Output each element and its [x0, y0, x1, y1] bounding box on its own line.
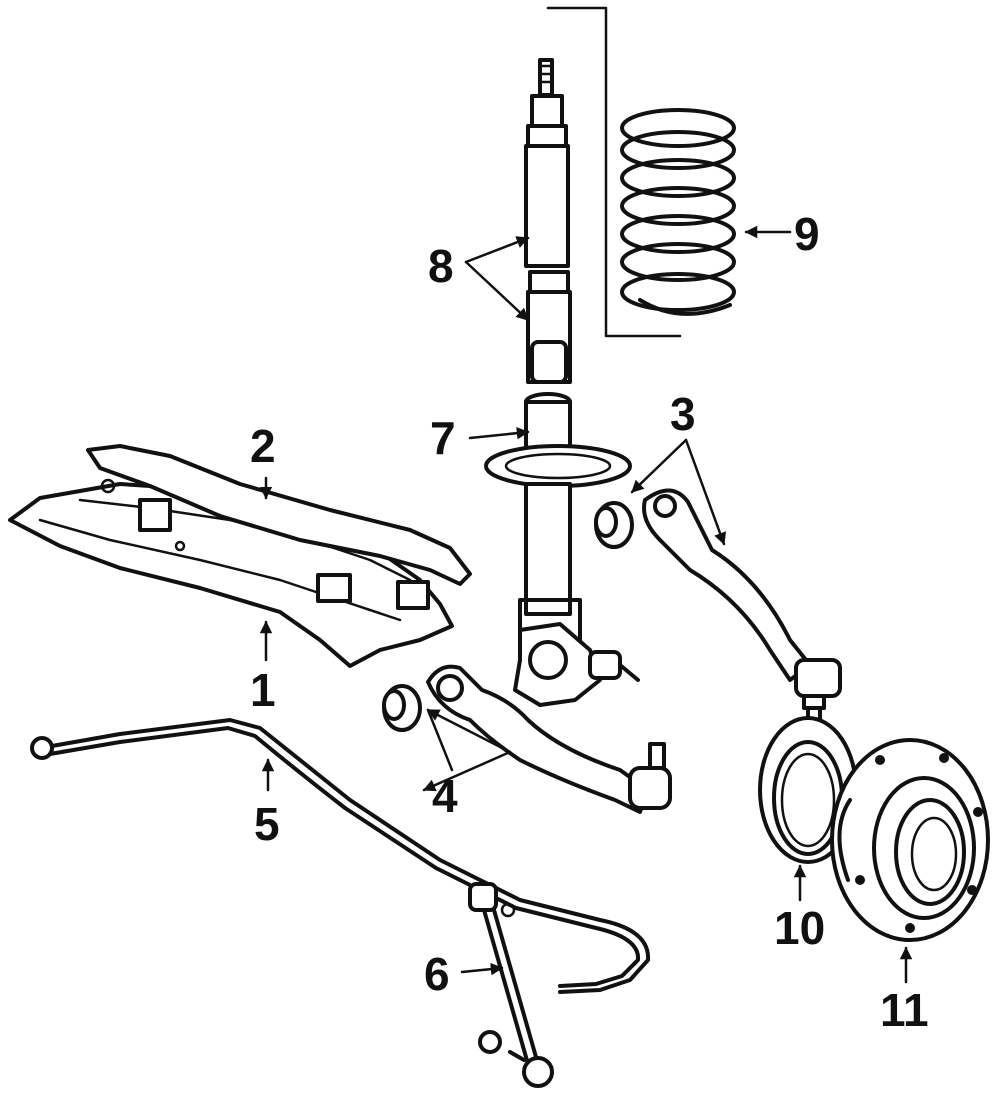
strut-assembly [484, 392, 640, 707]
callout-1: 1 [250, 664, 276, 716]
upper-control-arm [594, 488, 842, 726]
coil-spring [620, 108, 736, 316]
callout-3: 3 [670, 388, 696, 440]
crossmember [86, 444, 472, 586]
callout-6: 6 [424, 948, 450, 1000]
callout-9: 9 [794, 208, 820, 260]
shock-absorber-upper [524, 58, 570, 268]
bump-stop [526, 270, 572, 384]
callout-7: 7 [430, 412, 456, 464]
callout-8: 8 [428, 240, 454, 292]
callout-4: 4 [432, 770, 458, 822]
callout-5: 5 [254, 798, 280, 850]
lower-control-arm [382, 664, 672, 814]
callout-2: 2 [250, 420, 276, 472]
stabilizer-link [468, 882, 554, 1088]
callout-11: 11 [880, 984, 929, 1036]
callout-10: 10 [774, 902, 825, 954]
stabilizer-bar [30, 718, 651, 994]
wheel-hub [830, 738, 990, 942]
callout-labels: 2 1 3 4 5 6 7 8 9 10 11 [250, 208, 929, 1036]
bracket-line [546, 6, 682, 338]
leader-lines [259, 225, 913, 984]
